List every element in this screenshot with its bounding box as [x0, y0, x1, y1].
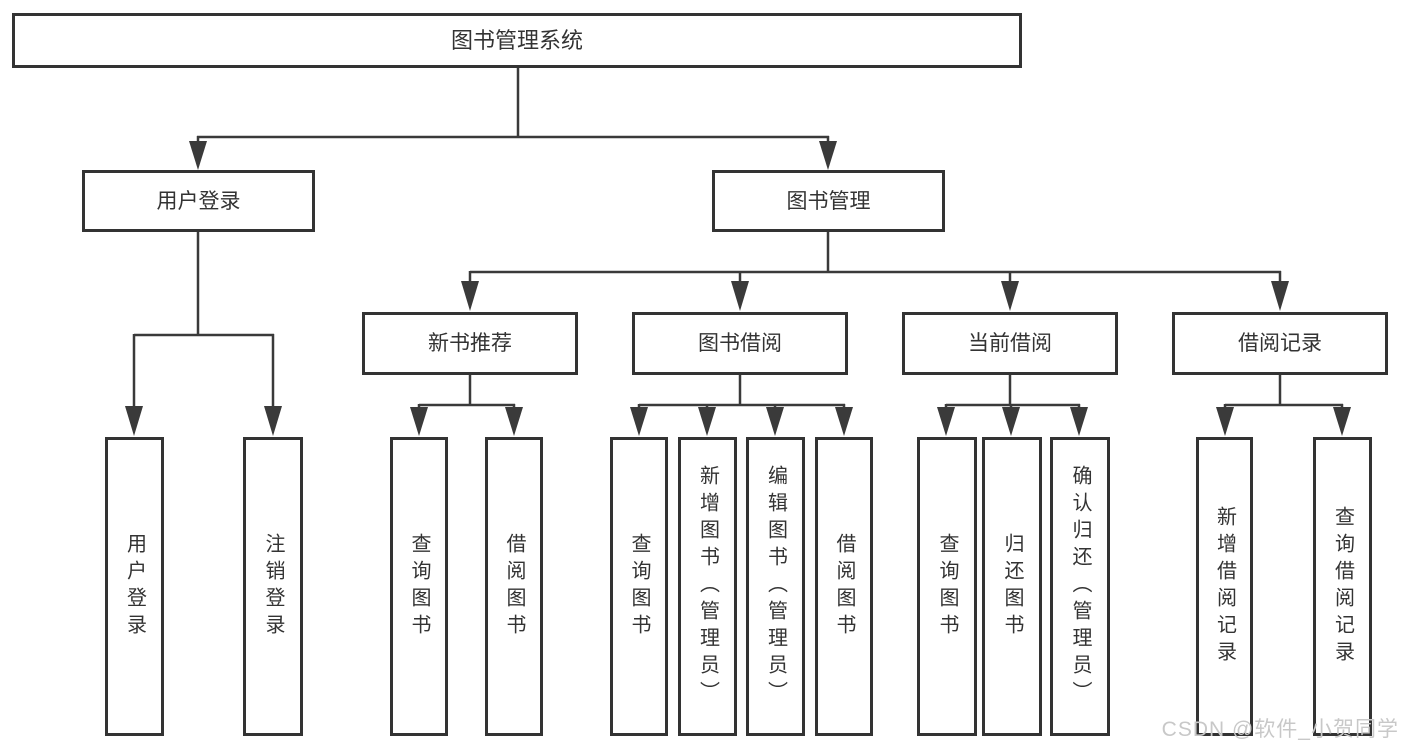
leaf-label: 用户登录	[123, 532, 146, 641]
leaf-add-book-admin: 新增图书（管理员）	[678, 437, 737, 736]
leaf-label: 确认归还（管理员）	[1069, 465, 1091, 708]
leaf-query-borrow-record: 查询借阅记录	[1313, 437, 1372, 736]
leaf-edit-book-admin: 编辑图书（管理员）	[746, 437, 805, 736]
node-current-borrow-label: 当前借阅	[968, 332, 1052, 355]
node-user-login: 用户登录	[82, 170, 315, 232]
leaf-return-book: 归还图书	[982, 437, 1042, 736]
leaf-add-borrow-record: 新增借阅记录	[1196, 437, 1253, 736]
leaf-logout: 注销登录	[243, 437, 303, 736]
leaf-label: 新增借阅记录	[1213, 505, 1236, 668]
leaf-label: 查询图书	[936, 532, 958, 641]
leaf-label: 新增图书（管理员）	[696, 465, 719, 708]
node-root: 图书管理系统	[12, 13, 1022, 68]
leaf-confirm-return-admin: 确认归还（管理员）	[1050, 437, 1110, 736]
leaf-label: 借阅图书	[503, 532, 525, 641]
leaf-label: 注销登录	[262, 532, 284, 641]
node-book-management: 图书管理	[712, 170, 945, 232]
leaf-label: 编辑图书（管理员）	[764, 465, 787, 708]
leaf-query-book-current: 查询图书	[917, 437, 977, 736]
leaf-label: 借阅图书	[833, 532, 855, 641]
node-current-borrow: 当前借阅	[902, 312, 1118, 375]
leaf-label: 归还图书	[1001, 532, 1023, 641]
node-borrow-record: 借阅记录	[1172, 312, 1388, 375]
leaf-label: 查询借阅记录	[1331, 505, 1354, 668]
leaf-borrow-book: 借阅图书	[815, 437, 873, 736]
leaf-label: 查询图书	[628, 532, 650, 641]
node-root-label: 图书管理系统	[450, 27, 583, 53]
node-book-management-label: 图书管理	[786, 189, 871, 213]
leaf-user-login: 用户登录	[105, 437, 164, 736]
node-user-login-label: 用户登录	[156, 189, 241, 213]
node-new-book-recommend: 新书推荐	[362, 312, 578, 375]
leaf-borrow-book-recommend: 借阅图书	[485, 437, 543, 736]
arrowheads	[125, 141, 1351, 436]
node-book-borrow: 图书借阅	[632, 312, 848, 375]
node-book-borrow-label: 图书借阅	[698, 332, 782, 355]
leaf-query-book-borrow: 查询图书	[610, 437, 668, 736]
leaf-query-book-recommend: 查询图书	[390, 437, 448, 736]
csdn-watermark: CSDN @软件_小贺同学	[1161, 718, 1399, 741]
leaf-label: 查询图书	[408, 532, 430, 641]
node-borrow-record-label: 借阅记录	[1238, 332, 1322, 355]
node-new-book-recommend-label: 新书推荐	[428, 332, 512, 355]
